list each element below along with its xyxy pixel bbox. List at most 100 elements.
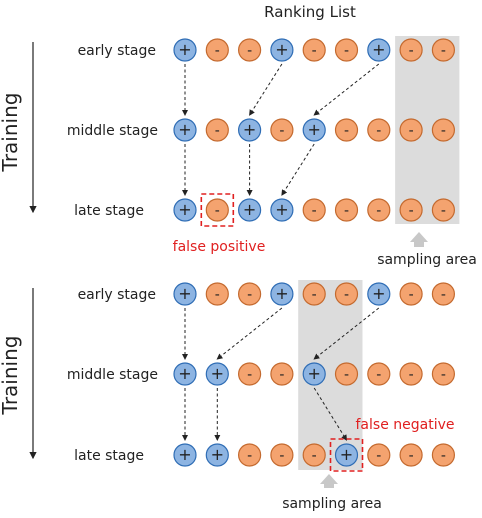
minus-sign: - xyxy=(247,43,252,59)
minus-sign: - xyxy=(247,287,252,303)
minus-sign: - xyxy=(409,203,414,219)
positive-item: + xyxy=(173,198,197,222)
false-positive-label: false positive xyxy=(173,239,266,255)
positive-item: + xyxy=(302,118,326,142)
stage-label: early stage xyxy=(78,287,156,303)
minus-sign: - xyxy=(441,287,446,303)
plus-sign: + xyxy=(340,445,353,464)
minus-sign: - xyxy=(279,448,284,464)
training-axis-label: Training xyxy=(0,336,22,416)
movement-arrows xyxy=(182,63,380,196)
stage-label: early stage xyxy=(78,43,156,59)
minus-sign: - xyxy=(247,367,252,383)
positive-item: + xyxy=(205,443,229,467)
plus-sign: + xyxy=(275,40,288,59)
positive-item: + xyxy=(302,362,326,386)
positive-item: + xyxy=(238,198,262,222)
minus-sign: - xyxy=(376,203,381,219)
negative-item: - xyxy=(238,362,262,386)
minus-sign: - xyxy=(279,367,284,383)
minus-sign: - xyxy=(247,448,252,464)
minus-sign: - xyxy=(441,123,446,139)
minus-sign: - xyxy=(441,448,446,464)
diagram-title: Ranking List xyxy=(264,3,356,21)
stage-label: late stage xyxy=(74,203,144,219)
minus-sign: - xyxy=(409,367,414,383)
plus-sign: + xyxy=(372,284,385,303)
minus-sign: - xyxy=(409,448,414,464)
sampling-area-pointer: sampling area xyxy=(282,474,382,512)
plus-sign: + xyxy=(307,364,320,383)
positive-item: + xyxy=(270,198,294,222)
positive-item: + xyxy=(205,362,229,386)
negative-item: - xyxy=(399,443,423,467)
negative-item: - xyxy=(270,362,294,386)
negative-item: - xyxy=(431,443,455,467)
minus-sign: - xyxy=(312,43,317,59)
stage-label: late stage xyxy=(74,448,144,464)
plus-sign: + xyxy=(178,200,191,219)
training-axis: Training xyxy=(0,288,37,460)
minus-sign: - xyxy=(409,287,414,303)
minus-sign: - xyxy=(344,287,349,303)
positive-item: + xyxy=(367,38,391,62)
negative-item: - xyxy=(367,198,391,222)
negative-item: - xyxy=(205,282,229,306)
rank-shift-arrow xyxy=(313,307,380,360)
training-axis: Training xyxy=(0,42,37,214)
negative-item: - xyxy=(399,198,423,222)
minus-sign: - xyxy=(215,43,220,59)
positive-item: + xyxy=(367,282,391,306)
training-axis-label: Training xyxy=(0,93,22,173)
stage-label: middle stage xyxy=(67,367,158,383)
rank-shift-arrow xyxy=(281,143,315,196)
negative-item: - xyxy=(302,198,326,222)
negative-item: - xyxy=(302,443,326,467)
negative-item: - xyxy=(399,38,423,62)
negative-item: - xyxy=(205,198,229,222)
minus-sign: - xyxy=(344,123,349,139)
minus-sign: - xyxy=(344,367,349,383)
sampling-area-label: sampling area xyxy=(377,252,477,268)
rank-shift-arrow xyxy=(313,63,380,116)
negative-item: - xyxy=(431,198,455,222)
minus-sign: - xyxy=(441,203,446,219)
negative-item: - xyxy=(431,282,455,306)
positive-item: + xyxy=(238,118,262,142)
negative-item: - xyxy=(334,38,359,62)
plus-sign: + xyxy=(211,364,224,383)
sampling-area-label: sampling area xyxy=(282,496,382,512)
negative-item: - xyxy=(334,118,359,142)
rank-shift-arrow xyxy=(313,387,348,441)
negative-item: - xyxy=(367,443,391,467)
minus-sign: - xyxy=(376,367,381,383)
negative-item: - xyxy=(238,282,262,306)
positive-item: + xyxy=(173,282,197,306)
ranking-items: +--+--+--++--+----++---+--- xyxy=(173,282,455,467)
plus-sign: + xyxy=(178,284,191,303)
positive-item: + xyxy=(173,443,197,467)
negative-item: - xyxy=(238,38,262,62)
positive-item: + xyxy=(173,118,197,142)
plus-sign: + xyxy=(307,120,320,139)
negative-item: - xyxy=(205,118,229,142)
plus-sign: + xyxy=(178,445,191,464)
positive-item: + xyxy=(334,443,359,467)
negative-item: - xyxy=(334,198,359,222)
up-arrow-icon xyxy=(320,474,338,484)
minus-sign: - xyxy=(409,123,414,139)
plus-sign: + xyxy=(275,284,288,303)
negative-item: - xyxy=(431,38,455,62)
minus-sign: - xyxy=(376,123,381,139)
minus-sign: - xyxy=(312,203,317,219)
sampling-area-pointer: sampling area xyxy=(377,232,477,268)
minus-sign: - xyxy=(215,123,220,139)
plus-sign: + xyxy=(178,364,191,383)
negative-item: - xyxy=(205,38,229,62)
plus-sign: + xyxy=(211,445,224,464)
negative-item: - xyxy=(270,118,294,142)
false-negative-highlight-box xyxy=(329,438,364,472)
negative-item: - xyxy=(238,443,262,467)
